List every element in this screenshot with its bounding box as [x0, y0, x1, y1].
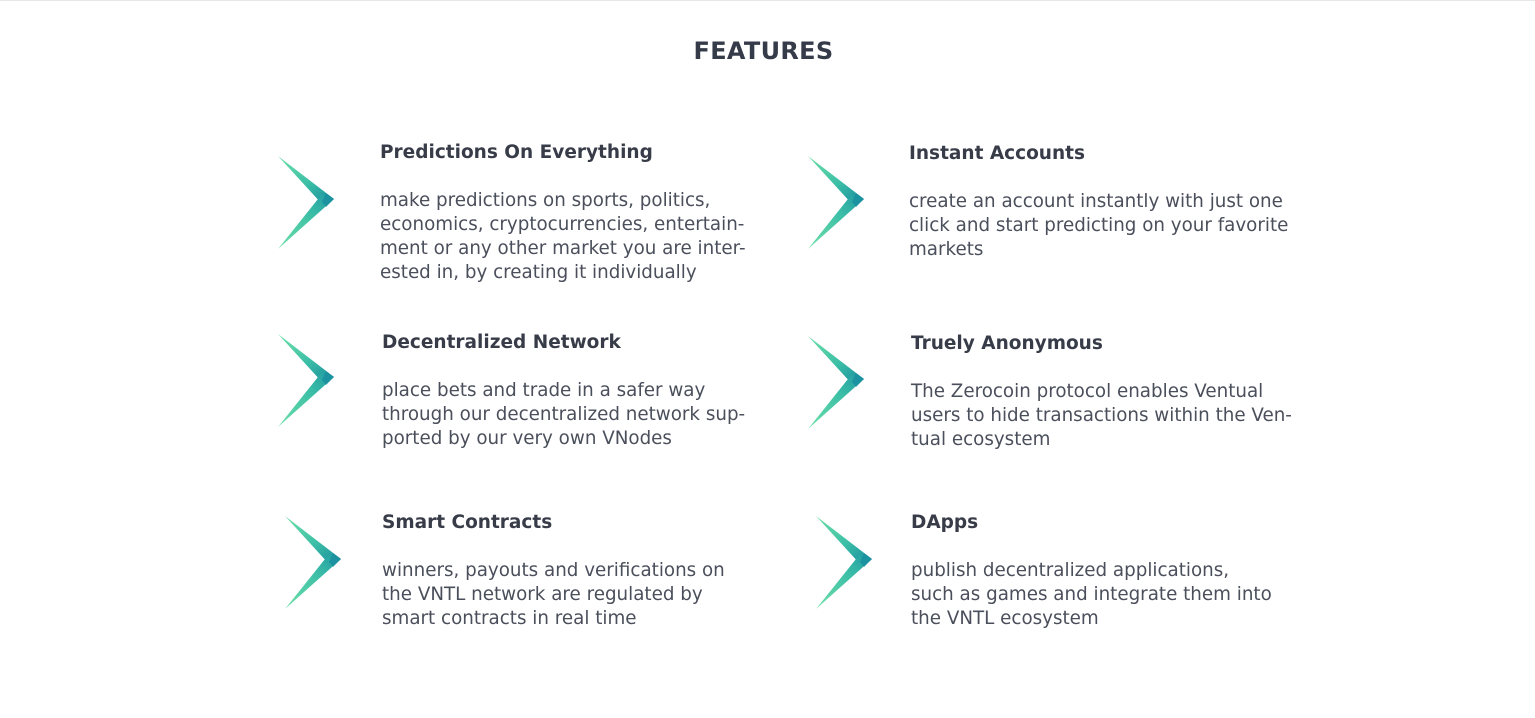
feature-description: winners, payouts and verifications on th… [382, 560, 725, 629]
chevron-right-icon [285, 516, 341, 609]
chevron-right-icon [278, 156, 334, 249]
feature-title: DApps [911, 512, 979, 533]
feature-title: Smart Contracts [382, 512, 553, 533]
feature-title: Predictions On Everything [380, 142, 653, 163]
feature-title: Decentralized Network [382, 332, 621, 353]
chevron-right-icon [808, 336, 864, 429]
feature-title: Truely Anonymous [911, 333, 1103, 354]
feature-description: make predictions on sports, politics, ec… [380, 190, 746, 283]
feature-description: publish decentralized applications, such… [911, 560, 1272, 629]
chevron-right-icon [808, 156, 864, 249]
chevron-right-icon [278, 334, 334, 427]
section-title: FEATURES [693, 37, 834, 65]
feature-description: The Zerocoin protocol enables Ventual us… [911, 381, 1292, 450]
top-divider [0, 0, 1535, 1]
feature-title: Instant Accounts [909, 143, 1086, 164]
feature-description: create an account instantly with just on… [909, 191, 1289, 260]
chevron-right-icon [816, 516, 872, 609]
feature-description: place bets and trade in a safer way thro… [382, 380, 746, 449]
